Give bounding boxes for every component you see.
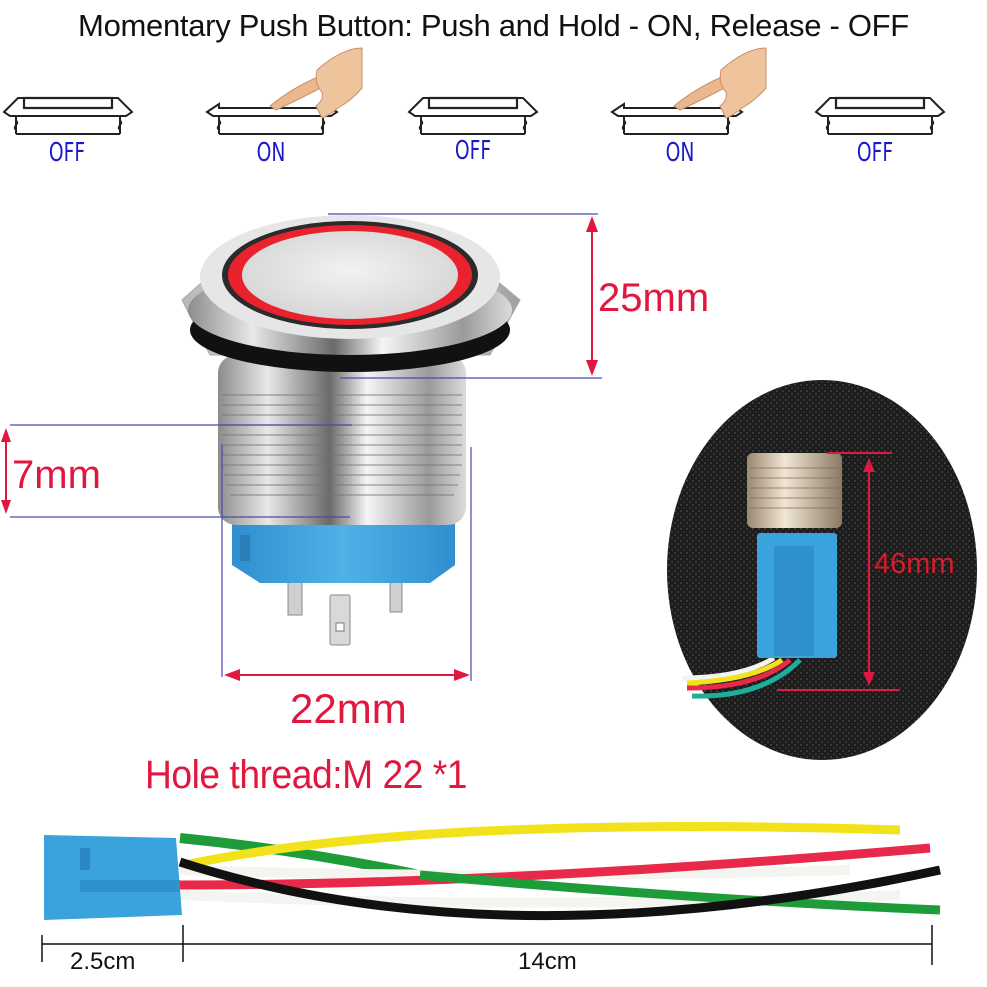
dimension-label-head-height: 25mm xyxy=(598,276,710,320)
push-button-product-image xyxy=(181,215,521,646)
dimension-label-diameter: 22mm xyxy=(290,685,407,732)
wire-harness-image xyxy=(41,822,941,965)
connector-length-label: 2.5cm xyxy=(70,948,136,975)
state-label: OFF xyxy=(48,138,86,168)
wire-length-label: 14cm xyxy=(518,948,577,975)
state-label: OFF xyxy=(454,136,492,166)
dimension-label-total-length: 46mm xyxy=(874,548,955,580)
button-diagram-released-icon xyxy=(814,96,946,135)
state-label: ON xyxy=(256,138,286,168)
state-label: OFF xyxy=(856,138,894,168)
hole-thread-label: Hole thread:M 22 *1 xyxy=(145,753,468,797)
page-title: Momentary Push Button: Push and Hold - O… xyxy=(78,8,909,43)
button-diagram-released-icon xyxy=(2,96,134,135)
button-diagram-released-icon xyxy=(407,96,539,135)
finger-icon xyxy=(673,47,767,119)
state-label: ON xyxy=(665,138,695,168)
finger-icon xyxy=(269,47,363,119)
dimension-label-thread-length: 7mm xyxy=(12,453,101,497)
installed-button-photo xyxy=(667,380,977,760)
